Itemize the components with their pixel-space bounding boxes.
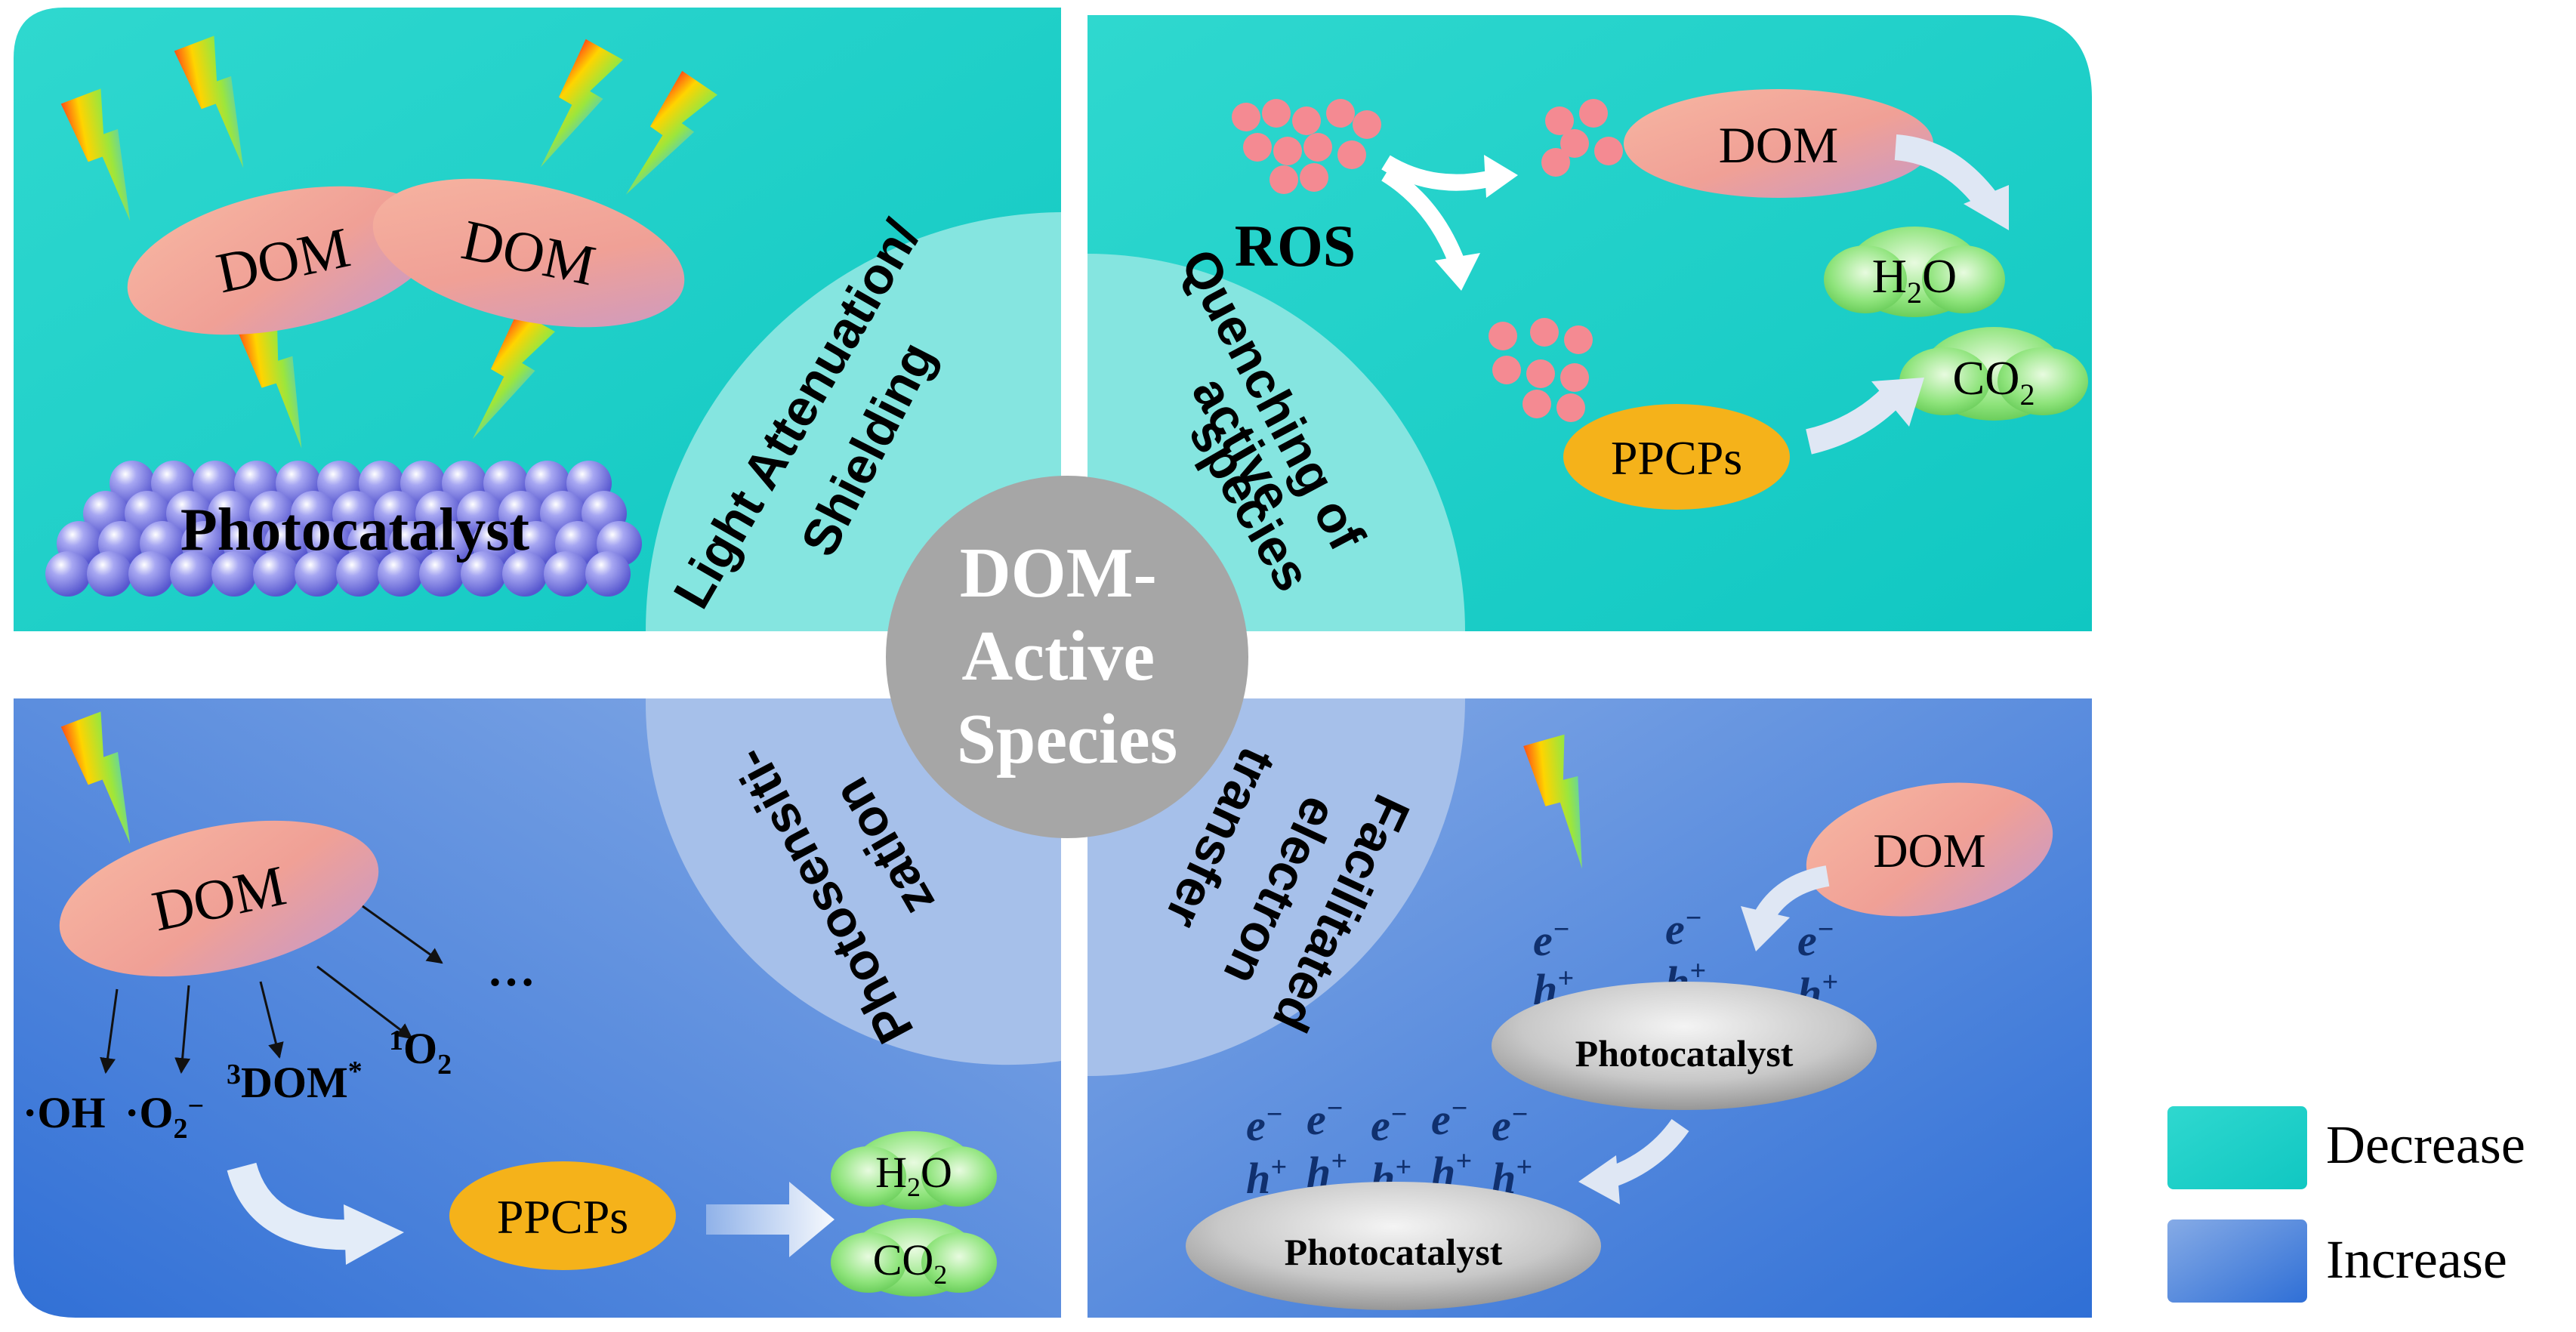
ros-label: ROS xyxy=(1235,213,1356,279)
ros-dot xyxy=(1594,137,1623,165)
curved-arrow xyxy=(1381,166,1466,267)
ppcps-ellipse xyxy=(449,1161,676,1270)
curved-arrow xyxy=(227,1162,356,1250)
ros-dot xyxy=(1556,393,1585,422)
ppcps-label: PPCPs xyxy=(1611,431,1742,485)
ros-dot xyxy=(1560,363,1589,392)
electron-label: e− xyxy=(1307,1093,1344,1144)
electron-label: e− xyxy=(1492,1099,1529,1150)
straight-arrow xyxy=(706,1182,835,1257)
photocatalyst-label: Photocatalyst xyxy=(180,497,530,563)
photocatalyst-particle xyxy=(1186,1182,1601,1310)
dom-label: DOM xyxy=(1873,824,1985,877)
co2-label: CO2 xyxy=(873,1235,948,1290)
dom-ellipse xyxy=(1806,782,2053,917)
sphere xyxy=(419,551,464,597)
ros-dot xyxy=(1522,390,1551,418)
sphere xyxy=(295,551,340,597)
pathway-arrows xyxy=(100,905,443,1075)
curved-arrow xyxy=(1894,134,1997,208)
ppcps-label: PPCPs xyxy=(497,1190,628,1244)
curved-arrow xyxy=(1805,387,1902,455)
more-species-ellipsis: … xyxy=(487,942,535,996)
singlet-oxygen-label: 1O2 xyxy=(389,1024,452,1081)
sphere xyxy=(378,551,423,597)
ros-dot xyxy=(1326,99,1355,128)
charge-carriers-bottom: e−e−e−e−e−h+h+h+h+h+ xyxy=(1246,1093,1532,1203)
co2-cloud-icon xyxy=(831,1218,997,1297)
electron-label: e− xyxy=(1533,914,1570,965)
h2o-label: H2O xyxy=(1872,249,1957,310)
ros-dot xyxy=(1273,137,1302,165)
center-circle xyxy=(886,476,1248,838)
ros-dot xyxy=(1579,99,1608,128)
ros-dot xyxy=(1353,110,1381,139)
ros-dot xyxy=(1541,148,1570,177)
sphere xyxy=(585,551,631,597)
sphere xyxy=(128,551,174,597)
dom-ellipse xyxy=(127,186,440,335)
sphere xyxy=(170,551,215,597)
electron-label: e− xyxy=(1246,1099,1283,1150)
legend-swatch-increase xyxy=(2167,1219,2307,1303)
ros-dot xyxy=(1545,106,1574,135)
h2o-cloud-icon xyxy=(831,1131,997,1210)
legend-label-decrease: Decrease xyxy=(2326,1115,2525,1175)
ros-dots xyxy=(1232,99,1623,422)
ros-dot xyxy=(1303,133,1332,162)
sphere xyxy=(336,551,381,597)
hole-label: h+ xyxy=(1246,1152,1287,1203)
ros-dot xyxy=(1337,140,1366,169)
sphere xyxy=(461,551,506,597)
sphere xyxy=(253,551,298,597)
co2-cloud-icon xyxy=(1899,327,2088,421)
legend-label-increase: Increase xyxy=(2326,1229,2507,1290)
svg-text:DOM- Active Species: DOM- Active Species xyxy=(957,534,1177,779)
superoxide-label: ·O2− xyxy=(125,1088,204,1145)
h2o-cloud-icon xyxy=(1824,227,2005,317)
legend-swatch-decrease xyxy=(2167,1106,2307,1189)
sphere xyxy=(544,551,589,597)
ros-dot xyxy=(1492,356,1521,384)
dom-ellipse xyxy=(59,820,379,977)
sphere xyxy=(87,551,132,597)
ros-dot xyxy=(1243,133,1272,162)
ppcps-ellipse xyxy=(1563,404,1790,510)
ros-dot xyxy=(1526,359,1555,388)
center-title-line-2: Active xyxy=(961,617,1155,695)
ros-dot xyxy=(1269,165,1298,194)
photocatalyst-label: Photocatalyst xyxy=(1285,1231,1503,1273)
ros-dot xyxy=(1564,325,1593,354)
ros-dot xyxy=(1300,163,1328,192)
electron-label: e− xyxy=(1431,1093,1468,1144)
curved-arrow xyxy=(1605,1118,1689,1189)
ros-dot xyxy=(1530,318,1559,347)
photocatalyst-particle xyxy=(1492,982,1877,1110)
sphere xyxy=(502,551,548,597)
ros-dot xyxy=(1560,129,1589,158)
h2o-label: H2O xyxy=(875,1148,952,1202)
ros-dot xyxy=(1262,99,1291,128)
sphere xyxy=(211,551,257,597)
photocatalyst-label: Photocatalyst xyxy=(1575,1032,1794,1075)
dom-ellipse xyxy=(1624,89,1933,198)
dom-label: DOM xyxy=(1719,116,1839,174)
photocatalyst-spheres xyxy=(45,461,642,597)
ros-dot xyxy=(1292,106,1321,135)
curved-arrow xyxy=(1754,865,1830,923)
sphere xyxy=(45,551,91,597)
electron-label: e− xyxy=(1665,902,1702,954)
triplet-dom-label: 3DOM* xyxy=(227,1056,362,1107)
dom-ellipse xyxy=(372,178,685,328)
co2-label: CO2 xyxy=(1953,351,2035,412)
electron-label: e− xyxy=(1371,1099,1408,1150)
center-title-line-3: Species xyxy=(957,700,1177,779)
ros-dot xyxy=(1489,322,1517,350)
ros-dot xyxy=(1232,103,1260,131)
electron-label: e− xyxy=(1797,914,1834,965)
curved-arrow xyxy=(1381,155,1498,191)
center-title-line-1: DOM- xyxy=(960,534,1157,612)
hydroxyl-radical-label: ·OH xyxy=(23,1088,106,1137)
